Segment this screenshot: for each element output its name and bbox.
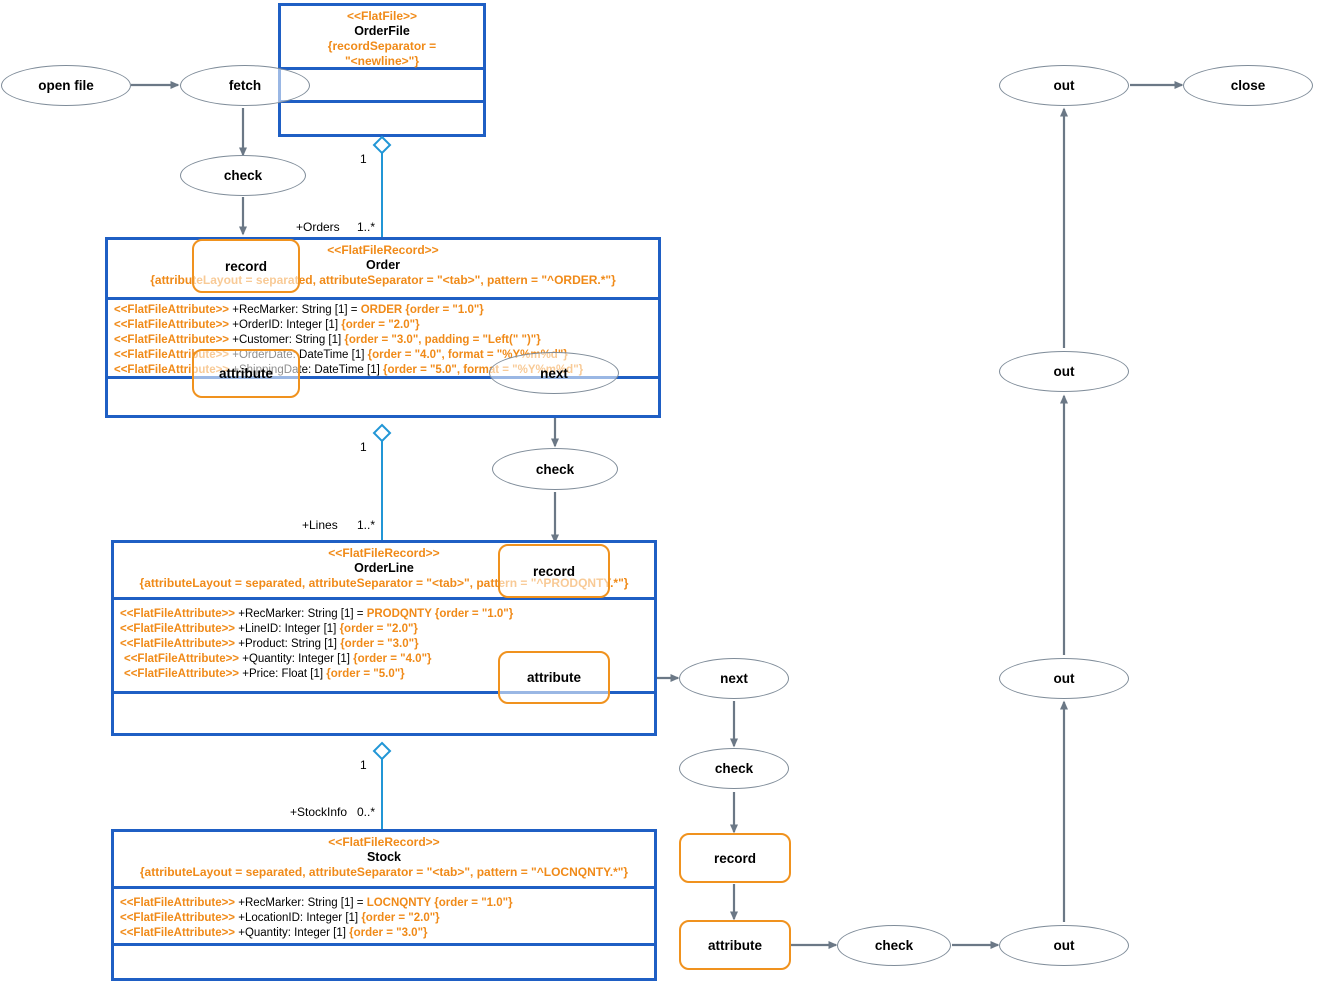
action-record-orderline[interactable]: record — [498, 544, 610, 598]
action-check-2[interactable]: check — [492, 448, 618, 490]
class-orderfile-props-line-0: {recordSeparator = — [327, 39, 437, 53]
action-record-order[interactable]: record — [192, 239, 300, 293]
class-orderfile-stereotype: <<FlatFile>> — [346, 9, 418, 23]
action-record-stock[interactable]: record — [679, 833, 791, 883]
attribute-row: <<FlatFileAttribute>> +RecMarker: String… — [120, 897, 513, 909]
class-orderfile-props-line-1: "<newline>"} — [344, 54, 420, 68]
assoc-role-orders: +Orders — [296, 220, 340, 234]
assoc-role-stockinfo: +StockInfo — [290, 805, 348, 819]
attribute-row: <<FlatFileAttribute>> +Quantity: Integer… — [120, 927, 428, 939]
class-orderline-name: OrderLine — [354, 561, 414, 575]
class-order-name: Order — [365, 258, 401, 272]
action-out-order[interactable]: out — [999, 351, 1129, 392]
action-open-file[interactable]: open file — [1, 65, 131, 106]
action-check-3[interactable]: check — [679, 748, 789, 789]
action-close[interactable]: close — [1183, 65, 1313, 106]
action-out-top[interactable]: out — [999, 65, 1129, 106]
class-orderfile-name: OrderFile — [354, 24, 410, 38]
class-order-stereotype: <<FlatFileRecord>> — [327, 243, 439, 257]
action-out-orderline[interactable]: out — [999, 658, 1129, 699]
action-attribute-stock[interactable]: attribute — [679, 920, 791, 970]
class-stock-header: <<FlatFileRecord>> Stock {attributeLayou… — [114, 832, 654, 889]
class-orderfile[interactable]: <<FlatFile>> OrderFile {recordSeparator … — [278, 3, 486, 137]
attribute-row: <<FlatFileAttribute>> +Customer: String … — [114, 334, 541, 346]
class-orderfile-attributes — [281, 70, 483, 103]
attribute-row: <<FlatFileAttribute>> +Price: Float [1] … — [124, 668, 405, 680]
attribute-row: <<FlatFileAttribute>> +LocationID: Integ… — [120, 912, 440, 924]
action-check-4[interactable]: check — [837, 925, 951, 966]
assoc-source-mult-orderfile: 1 — [360, 152, 367, 166]
attribute-row: <<FlatFileAttribute>> +Quantity: Integer… — [124, 653, 432, 665]
assoc-source-mult-orderline: 1 — [360, 758, 367, 772]
class-orderline-attributes: <<FlatFileAttribute>> +RecMarker: String… — [114, 600, 654, 694]
attribute-row: <<FlatFileAttribute>> +OrderID: Integer … — [114, 319, 420, 331]
action-attribute-orderline[interactable]: attribute — [498, 651, 610, 704]
attribute-row: <<FlatFileAttribute>> +Product: String [… — [120, 638, 419, 650]
class-stock-name: Stock — [366, 850, 402, 864]
action-next-order[interactable]: next — [489, 352, 619, 394]
aggregation-diamond-orderline — [372, 741, 392, 761]
class-stock-attributes: <<FlatFileAttribute>> +RecMarker: String… — [114, 889, 654, 946]
action-fetch[interactable]: fetch — [180, 65, 310, 106]
assoc-role-lines: +Lines — [302, 518, 338, 532]
attribute-row: <<FlatFileAttribute>> +RecMarker: String… — [114, 304, 484, 316]
attribute-row: <<FlatFileAttribute>> +RecMarker: String… — [120, 608, 514, 620]
aggregation-diamond-order — [372, 423, 392, 443]
action-next-orderline[interactable]: next — [679, 658, 789, 699]
class-orderfile-header: <<FlatFile>> OrderFile {recordSeparator … — [281, 6, 483, 70]
class-orderline-stereotype: <<FlatFileRecord>> — [328, 546, 440, 560]
assoc-target-mult-orderline: 1..* — [357, 518, 376, 532]
class-stock-stereotype: <<FlatFileRecord>> — [328, 835, 440, 849]
action-attribute-order[interactable]: attribute — [192, 349, 300, 398]
class-stock[interactable]: <<FlatFileRecord>> Stock {attributeLayou… — [111, 829, 657, 981]
class-stock-props: {attributeLayout = separated, attributeS… — [139, 865, 629, 879]
assoc-source-mult-order: 1 — [360, 440, 367, 454]
assoc-target-mult-stock: 0..* — [357, 805, 376, 819]
assoc-target-mult-order: 1..* — [357, 220, 376, 234]
attribute-row: <<FlatFileAttribute>> +LineID: Integer [… — [120, 623, 418, 635]
action-out-stock[interactable]: out — [999, 925, 1129, 966]
aggregation-diamond-orderfile — [372, 135, 392, 155]
